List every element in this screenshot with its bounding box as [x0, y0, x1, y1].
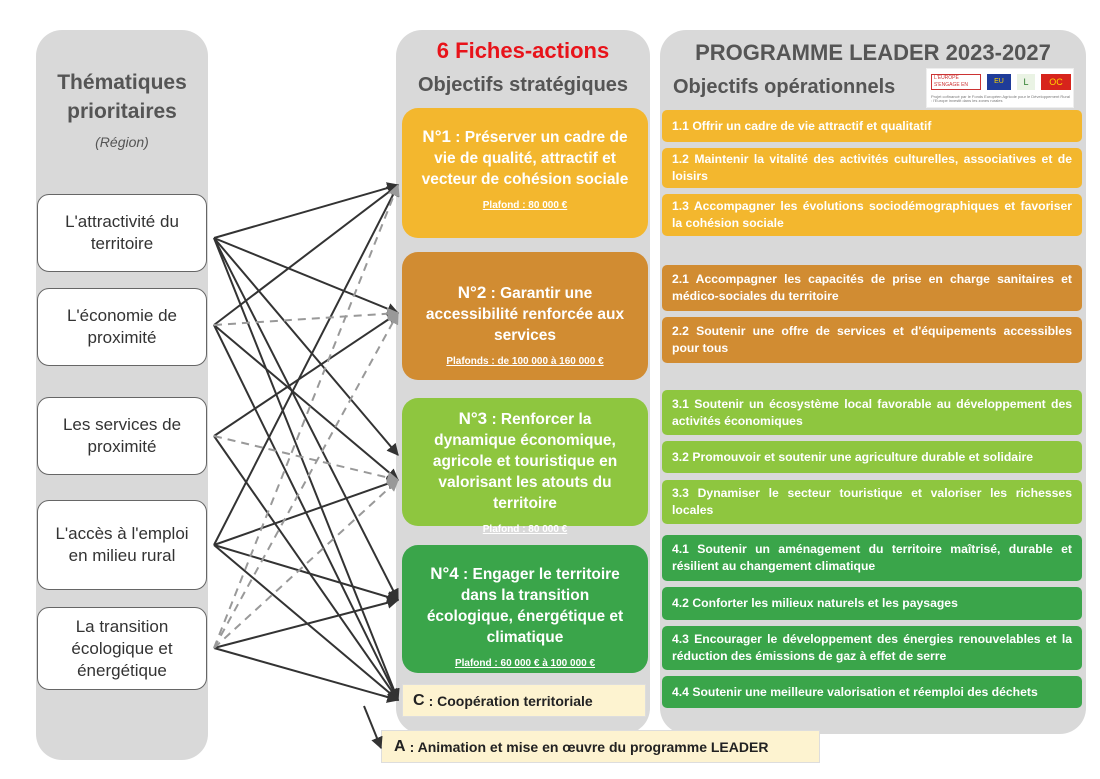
leader-logo: L [1017, 74, 1035, 90]
fiche-4-plafond: Plafond : 60 000 € à 100 000 € [454, 658, 596, 669]
fiche-1-plafond: Plafond : 80 000 € [482, 200, 568, 211]
strategic-objectives-title: Objectifs stratégiques [417, 74, 629, 96]
arrow-emploi-f3 [213, 477, 400, 546]
fiche-2-plafond: Plafonds : de 100 000 à 160 000 € [446, 356, 604, 367]
arrow-attractivite-f2 [213, 237, 400, 315]
theme-transition: La transition écologique et énergétique [37, 607, 207, 690]
fiche-1: N°1 : Préserver un cadre de vie de quali… [402, 108, 648, 238]
objective-3-3: 3.3 Dynamiser le secteur touristique et … [662, 480, 1082, 524]
europe-occitanie-logo: L'EUROPE S'ENGAGE EN OCCITANIE [931, 74, 981, 90]
funding-logos: L'EUROPE S'ENGAGE EN OCCITANIE EU L OC P… [926, 68, 1074, 108]
arrow-services-f3 [213, 435, 400, 484]
operational-objectives-title: Objectifs opérationnels [673, 76, 896, 98]
cooperation-letter: C [413, 691, 425, 709]
region-occitanie-logo: OC [1041, 74, 1071, 90]
arrow-attractivite-f1 [213, 182, 400, 239]
objective-1-2: 1.2 Maintenir la vitalité des activités … [662, 148, 1082, 188]
themes-title: Thématiques prioritaires [57, 71, 187, 123]
arrow-emploi-f1 [213, 183, 399, 546]
arrow-transition-f2 [213, 311, 399, 649]
theme-economie: L'économie de proximité [37, 288, 207, 366]
eu-flag-logo: EU [987, 74, 1011, 90]
theme-emploi: L'accès à l'emploi en milieu rural [37, 500, 207, 590]
fiche-3: N°3 : Renforcer la dynamique économique,… [402, 398, 648, 535]
animation-text: : Animation et mise en œuvre du programm… [409, 738, 769, 755]
theme-services: Les services de proximité [37, 397, 207, 475]
objective-4-2: 4.2 Conforter les milieux naturels et le… [662, 587, 1082, 620]
objective-4-1: 4.1 Soutenir un aménagement du territoir… [662, 535, 1082, 581]
objective-1-1: 1.1 Offrir un cadre de vie attractif et … [662, 110, 1082, 142]
fiche-3-text: : Renforcer la dynamique économique, agr… [432, 411, 618, 512]
arrow-transition-c [213, 647, 400, 703]
arrow-economie-f2 [213, 307, 400, 326]
arrow-attractivite-f3 [213, 237, 399, 456]
objective-3-2: 3.2 Promouvoir et soutenir une agricultu… [662, 441, 1082, 473]
arrow-emploi-c [213, 544, 399, 701]
theme-attractivite: L'attractivité du territoire [37, 194, 207, 272]
fiche-1-text: : Préserver un cadre de vie de qualité, … [421, 129, 629, 188]
programme-title: PROGRAMME LEADER 2023-2027 [695, 40, 1051, 65]
fiche-4: N°4 : Engager le territoire dans la tran… [402, 545, 648, 673]
arrow-attractivite-f4 [213, 237, 399, 602]
fiche-1-number: N°1 [422, 127, 451, 146]
fiche-3-number: N°3 [458, 409, 488, 428]
arrow-emploi-f4 [213, 544, 400, 603]
fiche-2: N°2 : Garantir une accessibilité renforc… [402, 252, 648, 380]
funding-mention: Projet cofinancé par le Fonds Européen A… [931, 95, 1070, 103]
objective-2-2: 2.2 Soutenir une offre de services et d'… [662, 317, 1082, 363]
animation-box: A : Animation et mise en œuvre du progra… [381, 730, 820, 763]
cooperation-box: C : Coopération territoriale [402, 684, 646, 717]
arrow-economie-f3 [213, 324, 399, 481]
arrow-economie-f1 [213, 184, 399, 326]
objective-4-3: 4.3 Encourager le développement des éner… [662, 626, 1082, 670]
objective-3-1: 3.1 Soutenir un écosystème local favorab… [662, 390, 1082, 435]
arrow-attractivite-c [213, 237, 400, 702]
objective-2-1: 2.1 Accompagner les capacités de prise e… [662, 265, 1082, 311]
arrow-services-f2 [213, 312, 399, 437]
objective-1-3: 1.3 Accompagner les évolutions sociodémo… [662, 194, 1082, 236]
fiche-2-number: N°2 [457, 283, 487, 302]
fiche-3-plafond: Plafond : 80 000 € [482, 524, 568, 535]
arrow-to-animation [363, 705, 383, 750]
fiche-4-text: : Engager le territoire dans la transiti… [426, 566, 624, 646]
animation-letter: A [394, 737, 406, 755]
fiches-actions-title: 6 Fiches-actions [436, 38, 610, 63]
objective-4-4: 4.4 Soutenir une meilleure valorisation … [662, 676, 1082, 708]
cooperation-text: : Coopération territoriale [428, 692, 593, 709]
fiche-4-number: N°4 [430, 564, 459, 583]
arrow-transition-f4 [213, 596, 400, 649]
arrow-services-c [213, 435, 399, 701]
themes-subtitle: (Région) [95, 134, 149, 150]
fiche-2-text: : Garantir une accessibilité renforcée a… [425, 285, 625, 344]
